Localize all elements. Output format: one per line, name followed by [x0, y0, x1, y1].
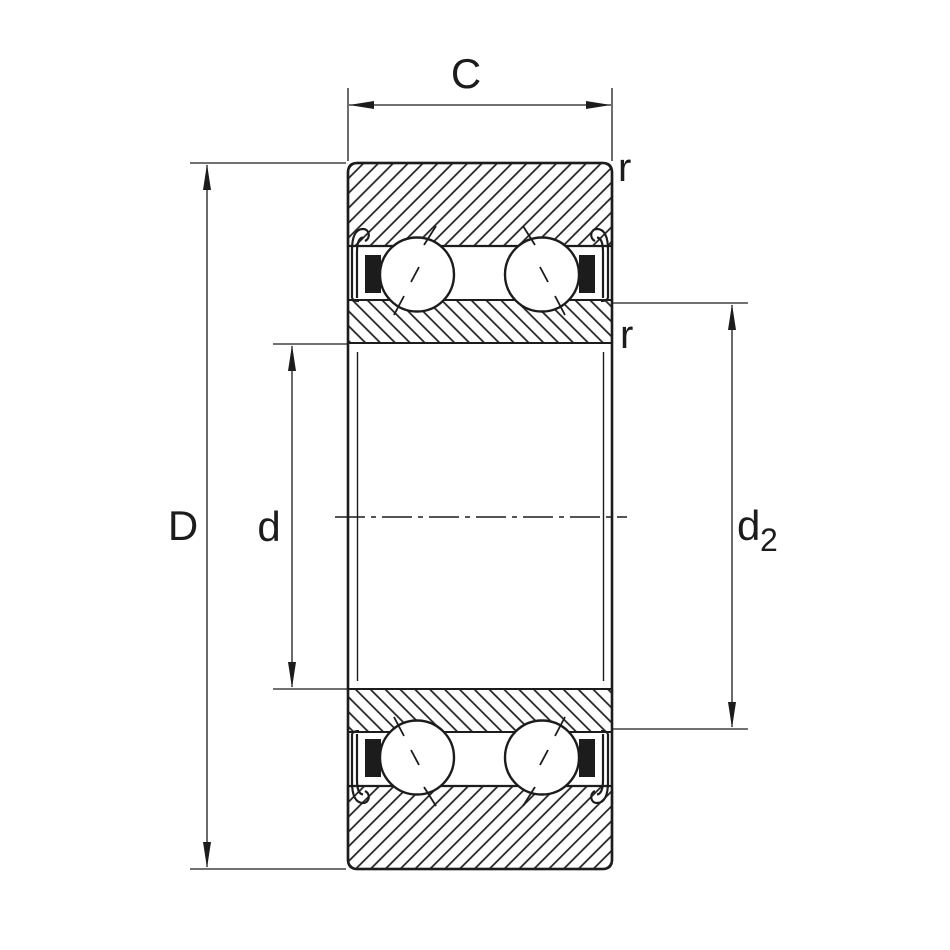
- dimension-d2: d 2: [613, 302, 778, 730]
- d-outer-arrow-down-icon: [203, 842, 211, 868]
- d-outer-arrow-up-icon: [203, 164, 211, 190]
- d-bore-arrow-up-icon: [288, 345, 296, 371]
- c-arrow-right-icon: [586, 101, 611, 109]
- seal-lip-top-left: [365, 255, 381, 293]
- inner-ring: [347, 299, 613, 733]
- d-bore-arrow-down-icon: [288, 662, 296, 688]
- seals: [350, 227, 610, 805]
- dimension-d-bore: d: [257, 343, 347, 690]
- c-arrow-left-icon: [349, 101, 374, 109]
- outer-ring-top-section: [346, 161, 614, 248]
- bearing-outline: [346, 161, 614, 871]
- ball-bottom-left: [378, 719, 456, 796]
- d-bore-label: d: [257, 503, 280, 550]
- outer-ring: [346, 161, 614, 871]
- d2-arrow-up-icon: [728, 304, 736, 330]
- d2-label-subscript: 2: [760, 522, 778, 558]
- seal-lip-top-right: [579, 255, 595, 293]
- ball-bottom-right-contact-ticks: [522, 716, 566, 807]
- ball-bottom-left-contact-ticks: [393, 716, 437, 807]
- seal-lip-bottom-left: [365, 739, 381, 777]
- seal-shield-top-left: [350, 227, 370, 303]
- d-outer-label: D: [168, 502, 198, 549]
- ball-top-right: [503, 236, 581, 313]
- ball-top-left: [378, 236, 456, 313]
- bore-edge-lines: [356, 352, 605, 681]
- seal-shield-bottom-left: [350, 729, 370, 805]
- seal-shield-top-right: [590, 227, 610, 303]
- seal-lip-bottom-right: [579, 739, 595, 777]
- inner-ring-bottom-section: [347, 688, 613, 733]
- outer-ring-bottom-section: [346, 784, 614, 871]
- seal-shield-bottom-right: [590, 729, 610, 805]
- radius-label-inner: r: [620, 313, 633, 357]
- ball-top-right-contact-ticks: [522, 225, 566, 316]
- ball-bottom-right: [503, 719, 581, 796]
- d2-arrow-down-icon: [728, 702, 736, 728]
- dimension-c: C: [347, 50, 613, 161]
- radius-label-top: r: [618, 146, 631, 190]
- inner-ring-top-section: [347, 299, 613, 344]
- ball-top-left-contact-ticks: [393, 225, 437, 316]
- d2-label-base: d: [737, 502, 760, 549]
- c-label: C: [451, 50, 481, 97]
- dimension-d-outer: D: [168, 162, 346, 870]
